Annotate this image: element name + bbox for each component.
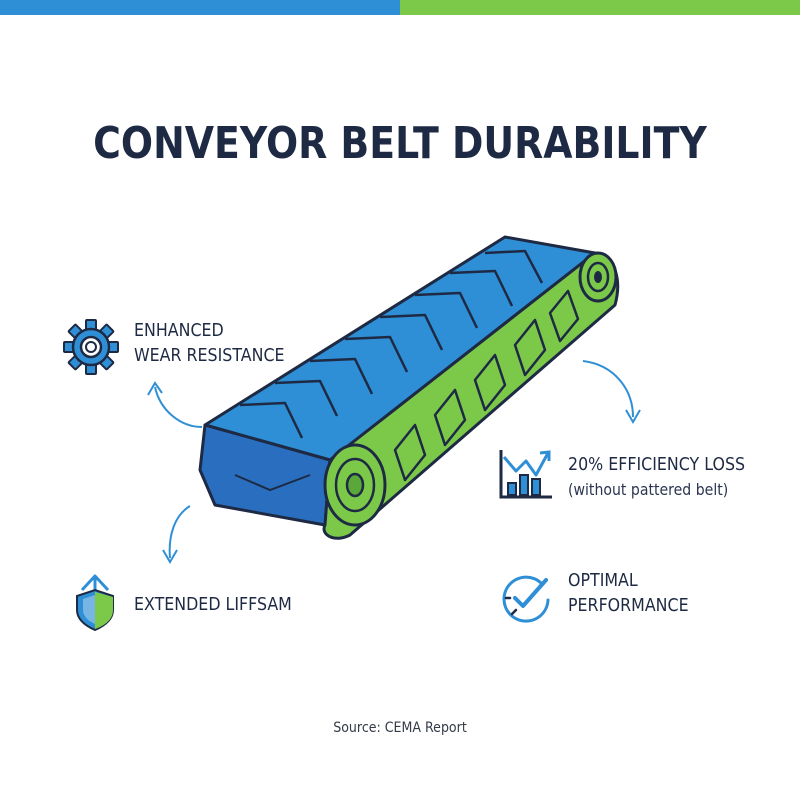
gear-icon	[63, 319, 119, 375]
top-accent-bar-blue	[0, 0, 400, 15]
feature-efficiency-label: 20% EFFICIENCY LOSS (without pattered be…	[568, 452, 745, 502]
shield-arrow-icon	[76, 574, 114, 632]
feature-performance-label: OPTIMAL PERFORMANCE	[568, 568, 689, 618]
feature-performance-line1: OPTIMAL	[568, 570, 638, 591]
feature-wear-label: ENHANCED WEAR RESISTANCE	[134, 318, 285, 368]
source-caption: Source: CEMA Report	[333, 720, 467, 736]
connector-arrow-lifespan	[162, 505, 191, 564]
bar-chart-trend-icon	[499, 450, 552, 499]
top-accent-bar-green	[400, 0, 800, 15]
connector-arrow-efficiency	[582, 360, 641, 424]
feature-efficiency-line2: (without pattered belt)	[568, 480, 729, 499]
feature-wear-line2: WEAR RESISTANCE	[134, 345, 285, 366]
check-gauge-icon	[502, 575, 550, 623]
conveyor-belt-illustration	[198, 235, 620, 540]
feature-efficiency-line1: 20% EFFICIENCY LOSS	[568, 454, 746, 475]
feature-lifespan-label: EXTENDED LIFFSAM	[134, 594, 292, 615]
feature-wear-line1: ENHANCED	[134, 320, 224, 341]
feature-performance-line2: PERFORMANCE	[568, 595, 689, 616]
page-title: CONVEYOR BELT DURABILITY	[93, 118, 707, 169]
connector-arrow-wear	[147, 381, 203, 428]
